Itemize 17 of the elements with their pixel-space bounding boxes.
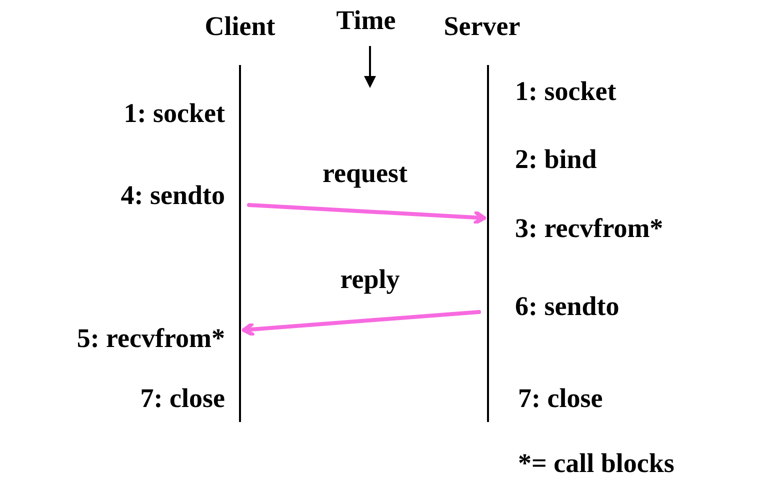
step-label: 7: close — [140, 382, 225, 415]
lifeline — [487, 65, 489, 422]
step-label: 1: socket — [515, 75, 616, 108]
step-label: 2: bind — [515, 143, 597, 176]
step-label: 5: recvfrom* — [76, 322, 225, 355]
arrow — [242, 310, 481, 336]
lifeline — [239, 65, 241, 422]
step-label: 4: sendto — [120, 179, 225, 212]
arrow — [247, 203, 486, 225]
step-label: 1: socket — [124, 97, 225, 130]
step-label: 7: close — [518, 382, 603, 415]
column-heading: Time — [336, 4, 396, 37]
step-label: 6: sendto — [515, 290, 620, 323]
column-heading: Client — [204, 10, 276, 43]
column-heading: Server — [444, 10, 520, 43]
step-label: 3: recvfrom* — [515, 212, 664, 245]
note: *= call blocks — [518, 447, 674, 479]
